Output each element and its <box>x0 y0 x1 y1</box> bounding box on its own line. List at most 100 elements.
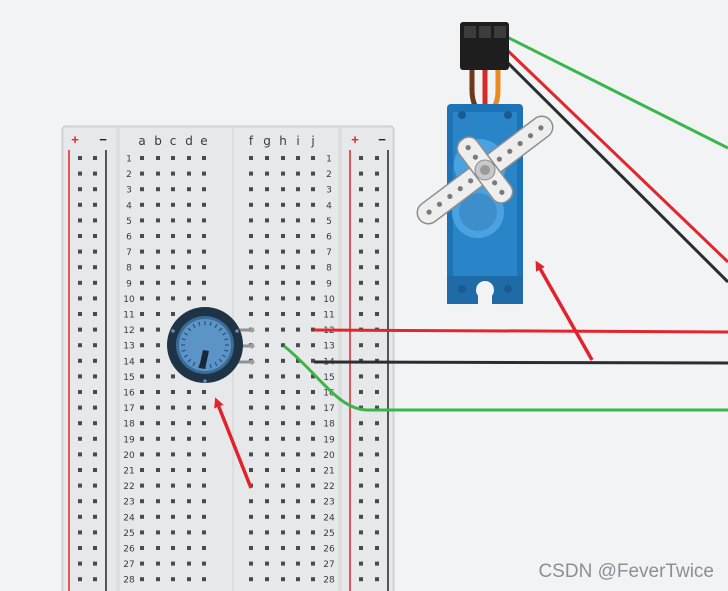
breadboard-hole[interactable] <box>296 405 300 410</box>
breadboard-hole[interactable] <box>281 546 285 550</box>
breadboard-hole[interactable] <box>140 374 144 379</box>
rail-hole[interactable] <box>375 265 379 270</box>
breadboard-hole[interactable] <box>281 577 285 582</box>
breadboard-hole[interactable] <box>171 390 175 394</box>
breadboard-hole[interactable] <box>156 499 160 504</box>
breadboard-hole[interactable] <box>311 452 315 457</box>
breadboard-hole[interactable] <box>249 202 253 207</box>
breadboard-hole[interactable] <box>249 436 253 441</box>
breadboard-hole[interactable] <box>156 234 160 238</box>
breadboard-hole[interactable] <box>140 156 144 160</box>
rail-hole[interactable] <box>93 483 97 488</box>
breadboard-hole[interactable] <box>156 249 160 254</box>
breadboard-hole[interactable] <box>202 468 206 472</box>
rail-hole[interactable] <box>93 452 97 457</box>
breadboard-hole[interactable] <box>187 187 191 192</box>
breadboard-hole[interactable] <box>156 561 160 566</box>
breadboard-hole[interactable] <box>249 171 253 176</box>
breadboard-hole[interactable] <box>265 530 269 535</box>
rail-hole[interactable] <box>93 202 97 207</box>
breadboard-hole[interactable] <box>249 265 253 270</box>
breadboard-hole[interactable] <box>265 374 269 379</box>
breadboard-hole[interactable] <box>311 436 315 441</box>
breadboard-hole[interactable] <box>311 561 315 566</box>
breadboard-hole[interactable] <box>296 234 300 238</box>
breadboard-hole[interactable] <box>140 561 144 566</box>
breadboard-hole[interactable] <box>140 421 144 426</box>
breadboard-hole[interactable] <box>311 296 315 301</box>
breadboard-hole[interactable] <box>156 514 160 519</box>
rail-hole[interactable] <box>375 514 379 519</box>
rail-hole[interactable] <box>78 374 82 379</box>
breadboard-hole[interactable] <box>249 187 253 192</box>
breadboard-hole[interactable] <box>171 499 175 504</box>
rail-hole[interactable] <box>359 156 363 160</box>
breadboard-hole[interactable] <box>249 421 253 426</box>
breadboard-hole[interactable] <box>281 468 285 472</box>
breadboard-hole[interactable] <box>156 452 160 457</box>
rail-hole[interactable] <box>375 546 379 550</box>
rail-hole[interactable] <box>93 296 97 301</box>
breadboard-hole[interactable] <box>156 421 160 426</box>
breadboard-hole[interactable] <box>265 327 269 332</box>
breadboard-hole[interactable] <box>265 421 269 426</box>
rail-hole[interactable] <box>93 265 97 270</box>
rail-hole[interactable] <box>78 171 82 176</box>
breadboard-hole[interactable] <box>311 234 315 238</box>
breadboard-hole[interactable] <box>171 218 175 223</box>
breadboard-power-wire[interactable] <box>313 328 728 334</box>
rail-hole[interactable] <box>93 249 97 254</box>
breadboard-hole[interactable] <box>187 514 191 519</box>
breadboard-hole[interactable] <box>156 436 160 441</box>
rail-hole[interactable] <box>93 312 97 316</box>
breadboard-hole[interactable] <box>296 296 300 301</box>
breadboard-hole[interactable] <box>249 499 253 504</box>
breadboard-hole[interactable] <box>249 280 253 285</box>
rail-hole[interactable] <box>78 452 82 457</box>
breadboard-hole[interactable] <box>281 296 285 301</box>
breadboard-hole[interactable] <box>265 343 269 348</box>
servo-ground-wire[interactable] <box>503 58 728 284</box>
breadboard-hole[interactable] <box>296 312 300 316</box>
rail-hole[interactable] <box>93 514 97 519</box>
rail-hole[interactable] <box>78 577 82 582</box>
breadboard-hole[interactable] <box>187 234 191 238</box>
rail-hole[interactable] <box>93 421 97 426</box>
breadboard-hole[interactable] <box>249 249 253 254</box>
breadboard-hole[interactable] <box>281 514 285 519</box>
breadboard-hole[interactable] <box>156 546 160 550</box>
breadboard-hole[interactable] <box>156 530 160 535</box>
breadboard-hole[interactable] <box>187 156 191 160</box>
rail-hole[interactable] <box>93 468 97 472</box>
breadboard-hole[interactable] <box>171 546 175 550</box>
breadboard-hole[interactable] <box>265 171 269 176</box>
rail-hole[interactable] <box>375 249 379 254</box>
rail-hole[interactable] <box>359 483 363 488</box>
breadboard-hole[interactable] <box>140 390 144 394</box>
breadboard-hole[interactable] <box>249 156 253 160</box>
breadboard-hole[interactable] <box>311 343 315 348</box>
breadboard-signal-wire[interactable] <box>283 344 728 412</box>
rail-hole[interactable] <box>78 530 82 535</box>
breadboard-hole[interactable] <box>187 452 191 457</box>
breadboard-hole[interactable] <box>171 374 175 379</box>
breadboard-hole[interactable] <box>296 530 300 535</box>
rail-hole[interactable] <box>93 390 97 394</box>
breadboard-hole[interactable] <box>281 561 285 566</box>
breadboard-hole[interactable] <box>171 452 175 457</box>
breadboard-hole[interactable] <box>171 187 175 192</box>
breadboard-hole[interactable] <box>311 171 315 176</box>
servo-power-wire[interactable] <box>503 46 728 264</box>
breadboard-hole[interactable] <box>265 312 269 316</box>
breadboard-hole[interactable] <box>187 499 191 504</box>
rail-hole[interactable] <box>375 171 379 176</box>
breadboard-hole[interactable] <box>171 514 175 519</box>
rail-hole[interactable] <box>78 390 82 394</box>
rail-hole[interactable] <box>93 234 97 238</box>
breadboard-hole[interactable] <box>156 374 160 379</box>
rail-hole[interactable] <box>93 530 97 535</box>
breadboard-hole[interactable] <box>265 561 269 566</box>
rail-hole[interactable] <box>375 405 379 410</box>
rail-hole[interactable] <box>78 327 82 332</box>
rail-hole[interactable] <box>359 374 363 379</box>
